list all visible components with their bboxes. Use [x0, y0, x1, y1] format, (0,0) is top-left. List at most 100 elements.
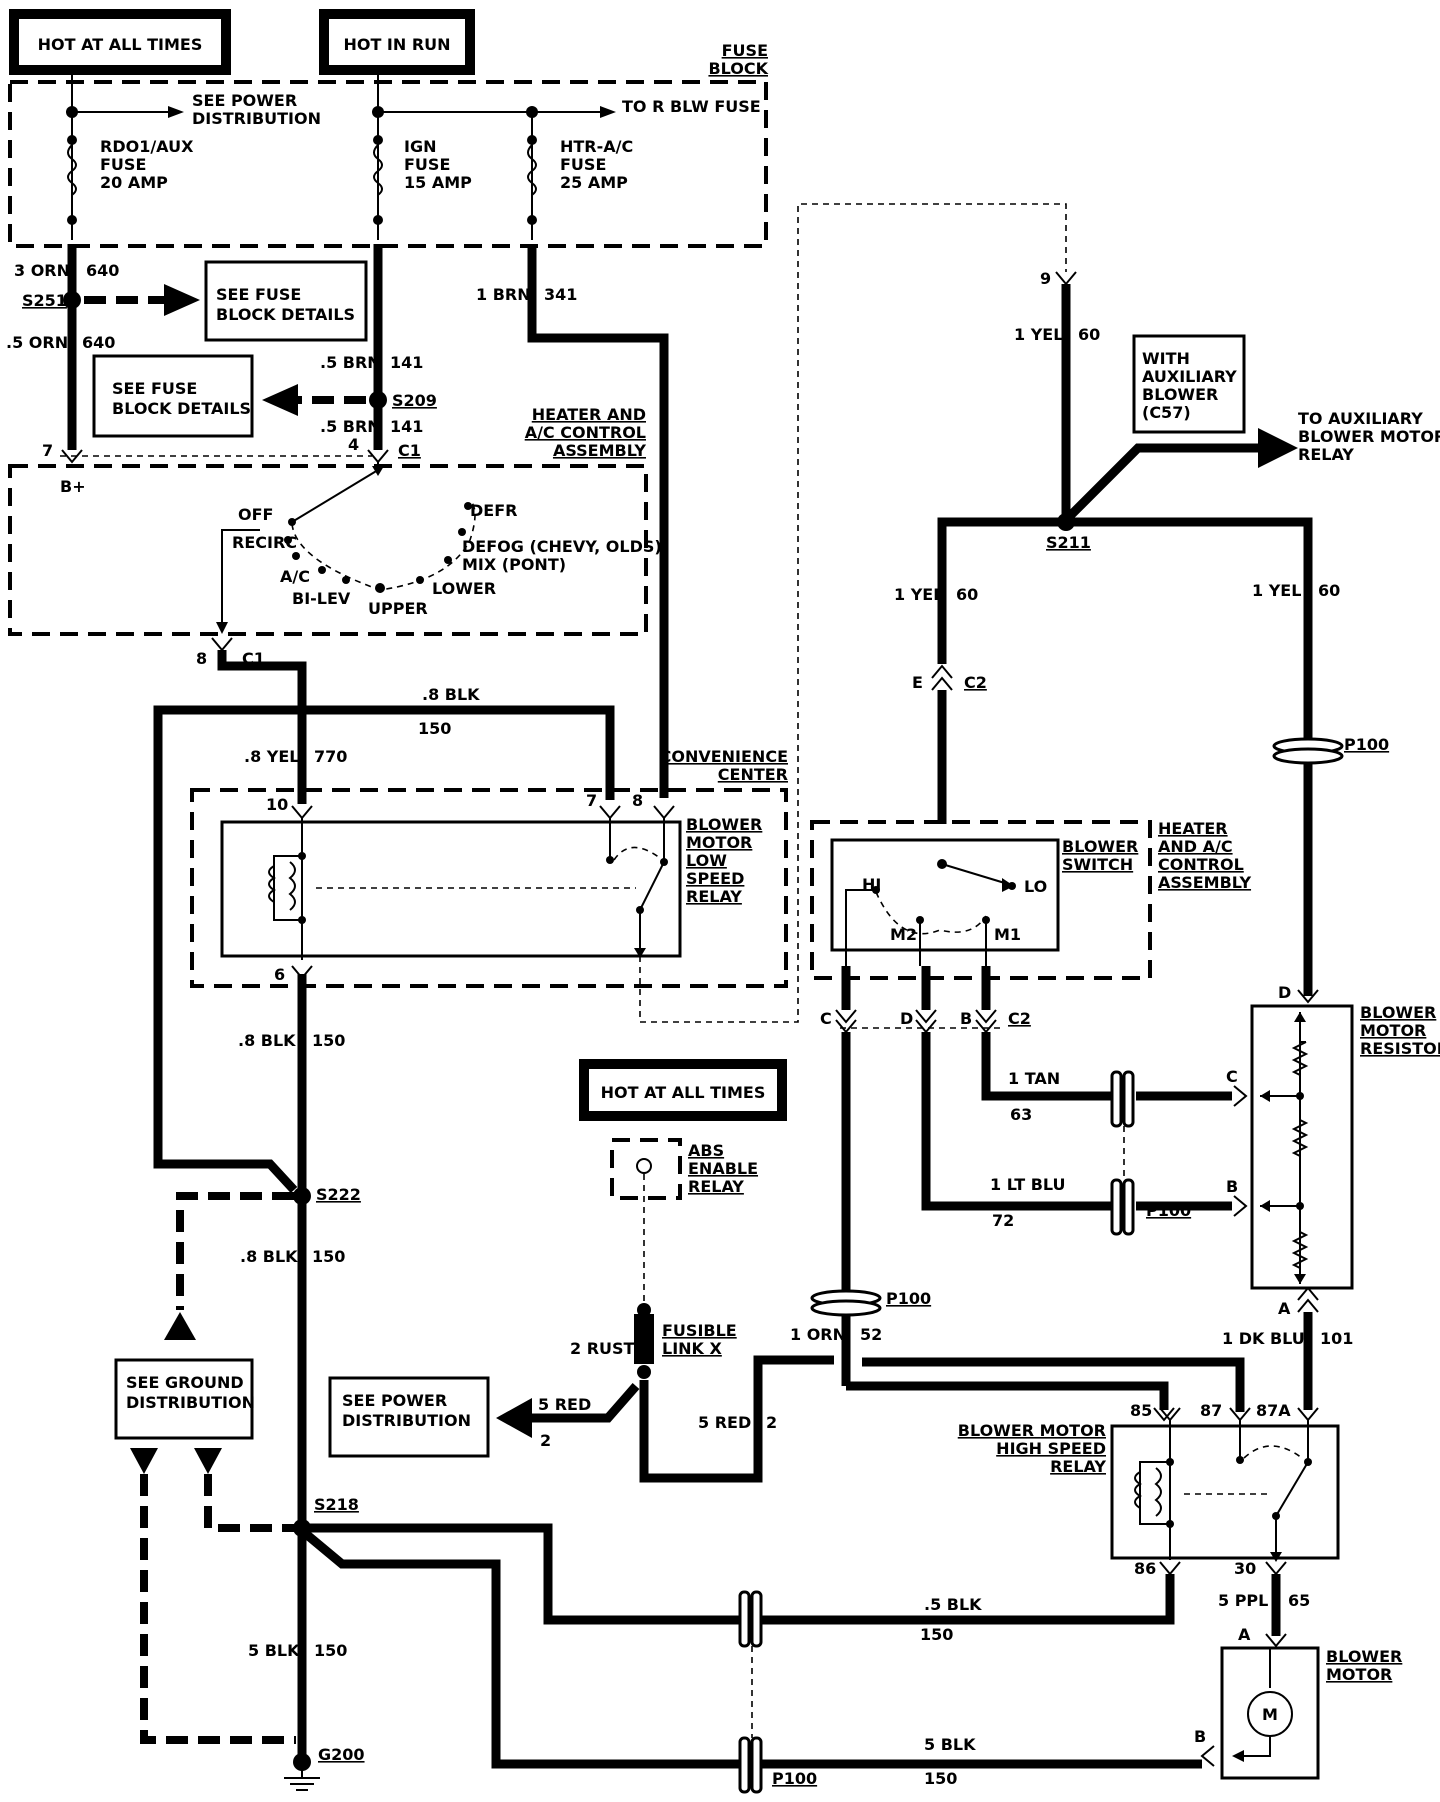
res-pin-a: A	[1278, 1299, 1291, 1318]
wire-60a: 60	[1078, 325, 1100, 344]
ign-fuse-amp: 15 AMP	[404, 173, 472, 192]
fuse-details-b-2: BLOCK DETAILS	[112, 399, 251, 418]
c2-e-label: C2	[964, 673, 987, 692]
wire-3orn: 3 ORN	[14, 261, 70, 280]
wire-1brn: 1 BRN	[476, 285, 531, 304]
to-r-blw-fuse: TO R BLW FUSE	[622, 97, 761, 116]
ground-chain: .8 BLK 150 S222 .8 BLK 150 S218 5 BLK 15…	[114, 974, 365, 1791]
wire-2rust: 2 RUST	[570, 1339, 635, 1358]
rdo-fuse-label: FUSE	[100, 155, 146, 174]
see-power-dist-1: SEE POWER	[192, 91, 297, 110]
c2-pin-d: D	[900, 1009, 913, 1028]
c1-top-label: C1	[398, 441, 421, 460]
abs-relay-2: ENABLE	[688, 1159, 758, 1178]
hot-in-run-label: HOT IN RUN	[343, 35, 450, 54]
see-power-dist-2: DISTRIBUTION	[192, 109, 321, 128]
b-plus-label: B+	[60, 477, 86, 496]
wire-72: 72	[992, 1211, 1014, 1230]
wire-101: 101	[1320, 1329, 1353, 1348]
p100-connector-b: P100	[1110, 1070, 1191, 1236]
fuse-block-title-1: FUSE	[722, 41, 768, 60]
hr-label-3: RELAY	[1050, 1457, 1106, 1476]
wire-5blk-a: 5 BLK	[248, 1641, 300, 1660]
rdo-fuse-name: RDO1/AUX	[100, 137, 194, 156]
to-aux-2: BLOWER MOTOR	[1298, 427, 1440, 446]
ign-fuse-label: FUSE	[404, 155, 450, 174]
p100-connector-c: P100	[810, 1289, 931, 1317]
splice-s211: S211	[1046, 533, 1091, 552]
htr-fuse-amp: 25 AMP	[560, 173, 628, 192]
wire-63: 63	[1010, 1105, 1032, 1124]
cc-pin-10: 10	[266, 795, 288, 814]
switch-hi: HI	[862, 875, 881, 894]
htr-fuse-name: HTR-A/C	[560, 137, 633, 156]
see-power-2-1: SEE POWER	[342, 1391, 447, 1410]
cc-pin-6: 6	[274, 965, 285, 984]
c2-pin-c: C	[820, 1009, 832, 1028]
blower-switch-label-2: SWITCH	[1062, 855, 1133, 874]
wire-150a: 150	[418, 719, 451, 738]
res-pin-d: D	[1278, 983, 1291, 1002]
p100-c-label: P100	[886, 1289, 931, 1308]
hr-pin-86: 86	[1134, 1559, 1156, 1578]
fuse-details-a-2: BLOCK DETAILS	[216, 305, 355, 324]
convenience-center: .8 BLK 150 .8 YEL 770 CONVENIENCE CENTER…	[153, 203, 1067, 1162]
wire-2b: 2	[766, 1413, 777, 1432]
abs-relay-1: ABS	[688, 1141, 724, 1160]
wire-8yel: .8 YEL	[244, 747, 300, 766]
conv-center-title-2: CENTER	[718, 765, 788, 784]
c1-pin-7: 7	[42, 441, 53, 460]
fusible-link-2: LINK X	[662, 1339, 723, 1358]
wire-5orn: .5 ORN	[6, 333, 68, 352]
hot-in-run-box: HOT IN RUN	[319, 9, 475, 75]
fuse-details-box-b: SEE FUSE BLOCK DETAILS	[92, 354, 254, 438]
hr-label-2: HIGH SPEED	[996, 1439, 1106, 1458]
blower-motor-section: 5 PPL 65 A BLOWER MOTOR M B .5 BLK 150 5…	[303, 1523, 1402, 1794]
splice-s218: S218	[314, 1495, 359, 1514]
wire-8blk-a: .8 BLK	[422, 685, 480, 704]
low-relay-label-3: LOW	[686, 851, 727, 870]
wire-150b: 150	[312, 1031, 345, 1050]
wire-150d: 150	[314, 1641, 347, 1660]
blower-switch-label-1: BLOWER	[1062, 837, 1138, 856]
hvac2-label-2: AND A/C	[1158, 837, 1233, 856]
wire-341: 341	[544, 285, 577, 304]
c1-pin-4: 4	[348, 435, 359, 454]
hvac2-label-4: ASSEMBLY	[1158, 873, 1251, 892]
fuse-details-a-1: SEE FUSE	[216, 285, 301, 304]
wire-5brn-a: .5 BRN	[320, 353, 381, 372]
see-ground-2: DISTRIBUTION	[126, 1393, 255, 1412]
hvac-control-assembly: HEATER AND A/C CONTROL ASSEMBLY 7 4 C1 B…	[8, 405, 662, 668]
abs-relay-3: RELAY	[688, 1177, 744, 1196]
mode-bilev: BI-LEV	[292, 589, 351, 608]
c2-pin-9: 9	[1040, 269, 1051, 288]
low-relay-label-1: BLOWER	[686, 815, 762, 834]
p100-connector-a: P100	[1272, 735, 1389, 765]
blower-motor-label-2: MOTOR	[1326, 1665, 1392, 1684]
conv-center-title-1: CONVENIENCE	[660, 747, 788, 766]
wire-8blk-c: .8 BLK	[240, 1247, 298, 1266]
wire-65: 65	[1288, 1591, 1310, 1610]
wire-2a: 2	[540, 1431, 551, 1450]
mode-mix: MIX (PONT)	[462, 555, 566, 574]
wire-5blk-b: .5 BLK	[924, 1595, 982, 1614]
motor-pin-a: A	[1238, 1625, 1251, 1644]
left-feed-wires: 3 ORN 640 S251 .5 ORN 640 .5 BRN 141 S20…	[6, 244, 669, 798]
c2-pin-b: B	[960, 1009, 972, 1028]
ign-fuse-name: IGN	[404, 137, 436, 156]
with-aux-4: (C57)	[1142, 403, 1191, 422]
fuse-details-box-a: SEE FUSE BLOCK DETAILS	[204, 260, 368, 342]
motor-symbol: M	[1262, 1705, 1278, 1724]
hot-at-all-times-2-label: HOT AT ALL TIMES	[601, 1083, 766, 1102]
fuse-details-b-1: SEE FUSE	[112, 379, 197, 398]
wire-1yel-a: 1 YEL	[1014, 325, 1063, 344]
wire-770: 770	[314, 747, 347, 766]
wire-141a: 141	[390, 353, 423, 372]
cc-pin-8: 8	[632, 791, 643, 810]
switch-m2: M2	[890, 925, 917, 944]
mode-recirc: RECIRC	[232, 533, 297, 552]
fuse-block-title-2: BLOCK	[708, 59, 768, 78]
wire-150e: 150	[920, 1625, 953, 1644]
wire-141b: 141	[390, 417, 423, 436]
